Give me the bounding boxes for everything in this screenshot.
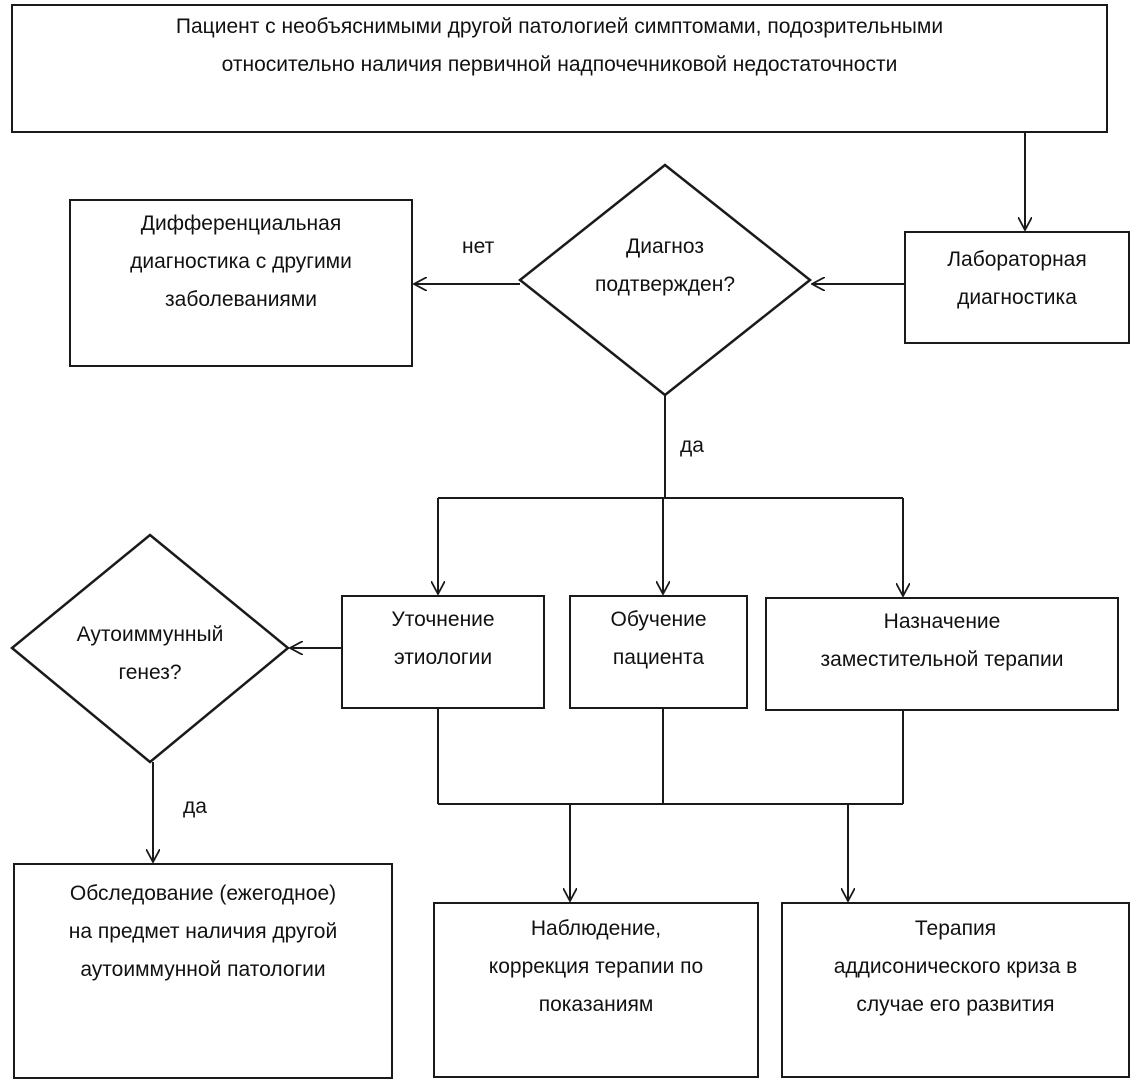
lab-box: Лабораторная диагностика [904, 231, 1130, 344]
edge-label-yes-autoimmune: да [183, 795, 207, 818]
autoimmune-text: Аутоиммунный генез? [76, 623, 224, 684]
replacement-box: Назначение заместительной терапии [765, 597, 1119, 711]
replacement-text: Назначение заместительной терапии [820, 610, 1064, 671]
etiology-box: Уточнение этиологии [341, 595, 545, 709]
edge-label-yes-confirmed: да [680, 434, 704, 457]
screening-text: Обследование (ежегодное) на предмет нали… [68, 882, 338, 981]
patient-box: Пациент с необъяснимыми другой патологие… [11, 4, 1108, 133]
observation-box: Наблюдение, коррекция терапии по показан… [433, 902, 759, 1078]
edge-label-no: нет [462, 235, 495, 258]
patient-text: Пациент с необъяснимыми другой патологие… [175, 15, 944, 76]
differential-box: Дифференциальная диагностика с другими з… [69, 199, 413, 367]
differential-text: Дифференциальная диагностика с другими з… [130, 212, 352, 311]
confirmed-text: Диагноз подтвержден? [595, 235, 735, 296]
education-text: Обучение пациента [610, 608, 707, 669]
decision-diamond-autoimmune [10, 533, 290, 764]
observation-text: Наблюдение, коррекция терапии по показан… [488, 917, 704, 1016]
lab-text: Лабораторная диагностика [947, 248, 1087, 309]
screening-box: Обследование (ежегодное) на предмет нали… [13, 863, 393, 1079]
etiology-text: Уточнение этиологии [391, 608, 495, 669]
crisis-box: Терапия аддисонического криза в случае е… [781, 902, 1130, 1078]
education-box: Обучение пациента [569, 595, 748, 709]
crisis-text: Терапия аддисонического криза в случае е… [833, 917, 1078, 1016]
